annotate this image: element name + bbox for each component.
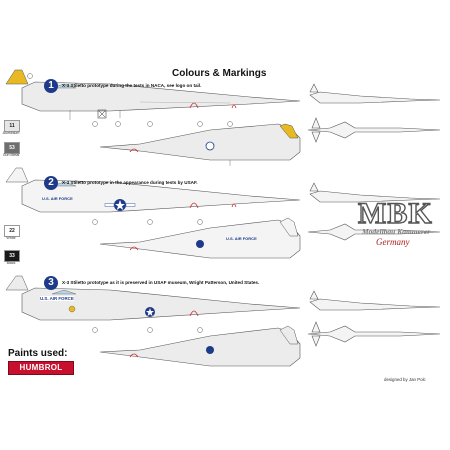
scheme-caption-1: X-3 Stiletto prototype during the tests … [62, 83, 202, 88]
mbk-watermark-logo: MBK Modellbau Kammerer Germany [357, 196, 436, 259]
scheme2-side-lower [99, 217, 301, 259]
swatch-11: 11 [4, 120, 20, 132]
right-views [307, 83, 441, 347]
scheme3-side-lower [99, 325, 301, 367]
paints-used-label: Paints used: [8, 348, 68, 359]
scheme-number-3: 3 [44, 276, 58, 290]
scheme3-side-upper [5, 275, 301, 321]
scheme1-side-upper [5, 69, 301, 120]
watermark-line2: Germany [376, 237, 410, 247]
fuselage-text-2b: U.S. AIR FORCE [226, 236, 257, 241]
swatch-53: 53 [4, 142, 20, 154]
swatch-53-name: Gun Metal [2, 153, 20, 157]
scheme-caption-2: X-3 Stiletto prototype in the appearance… [62, 180, 198, 185]
scheme2-side-upper [5, 167, 301, 213]
swatch-33-name: Black [6, 261, 16, 265]
scheme-number-2: 2 [44, 176, 58, 190]
watermark-line1: Modellbau Kammerer [362, 227, 431, 236]
watermark-big: MBK [357, 196, 433, 230]
fuselage-text-3: U.S. AIR FORCE [40, 296, 74, 301]
swatch-22-name: White [6, 236, 16, 240]
scheme1-side-lower [99, 123, 301, 166]
scheme-number-1: 1 [44, 79, 58, 93]
swatch-22: 22 [4, 225, 20, 237]
callout-markers [27, 73, 233, 333]
fuselage-text-2: U.S. AIR FORCE [42, 196, 73, 201]
swatch-33: 33 [4, 250, 20, 262]
humbrol-logo: HUMBROL [8, 361, 74, 375]
swatch-11-name: Aluminium [2, 131, 20, 135]
scheme-caption-3: X-3 Stiletto prototype as it is preserve… [62, 280, 260, 285]
designer-credit: designed by Jan Polc [384, 377, 426, 382]
sheet-title: Colours & Markings [172, 68, 267, 79]
